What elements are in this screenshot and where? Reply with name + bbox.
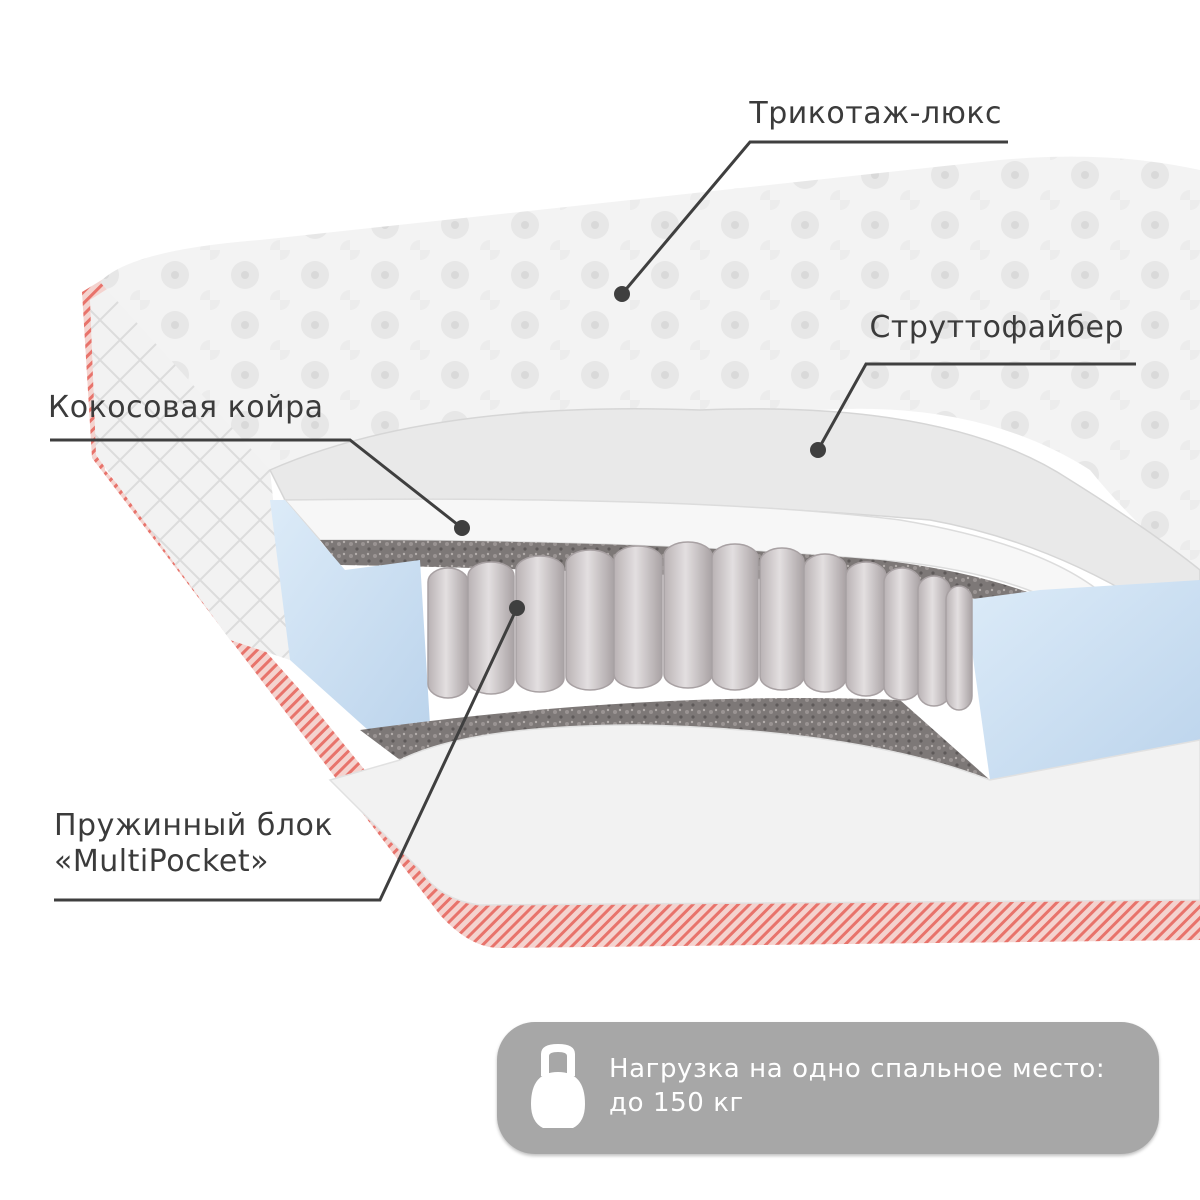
mattress-bottom-layer [328,724,1200,906]
spring-pocket [613,545,663,689]
load-badge: Нагрузка на одно спальное место: до 150 … [497,1022,1159,1154]
spring-pocket [427,567,469,699]
spring-pocket [945,585,973,711]
spring-pocket [917,575,951,707]
spring-pocket [803,553,847,693]
foam-block-left [270,500,430,730]
callout-dot-cover [614,286,630,302]
mattress-top-surface [100,156,1200,580]
label-coco: Кокосовая койра [48,390,324,425]
callout-line-coco [50,438,463,530]
foam-block-right [965,580,1200,780]
spring-pocket [467,561,515,695]
mattress-side-left [90,282,290,660]
coir-layer-top [320,540,1090,635]
label-springs-line1: Пружинный блок [54,808,333,843]
callout-line-springs [54,607,519,902]
spring-pocket [711,543,759,691]
spring-pocket [515,555,565,693]
label-strutto: Струттофайбер [869,310,1124,345]
label-springs: Пружинный блок «MultiPocket» [54,808,333,880]
load-line2: до 150 кг [609,1088,744,1118]
spring-pocket [565,549,615,691]
coir-layer-bottom [360,698,990,780]
spring-pocket [883,567,921,701]
callout-dot-strutto [810,442,826,458]
callout-line-strutto [816,362,1136,451]
callout-dots [454,286,826,616]
label-springs-line2: «MultiPocket» [54,844,269,879]
spring-block [427,541,973,711]
load-line1: Нагрузка на одно спальное место: [609,1054,1106,1084]
callout-dot-coco [454,520,470,536]
label-cover: Трикотаж-люкс [749,96,1002,131]
spring-pocket [845,561,887,697]
callout-lines [50,140,1136,902]
load-text: Нагрузка на одно спальное место: до 150 … [609,1052,1105,1120]
spring-pocket [759,547,805,691]
callout-line-cover [620,140,1008,295]
kettlebell-icon [531,1044,585,1128]
spring-pocket [663,541,713,689]
callout-dot-springs [509,600,525,616]
